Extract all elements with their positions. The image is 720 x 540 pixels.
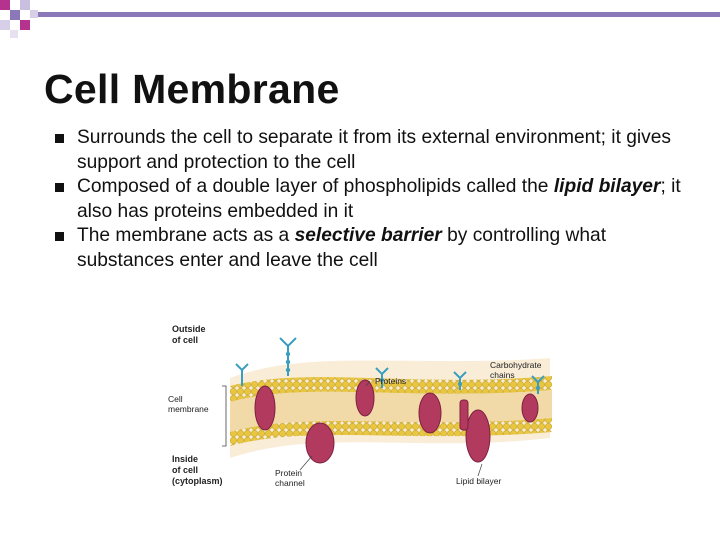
square-bullet-icon <box>55 232 64 241</box>
square-bullet-icon <box>55 183 64 192</box>
protein-group <box>254 379 539 464</box>
carbohydrate-label-1: Carbohydrate <box>490 360 542 370</box>
protein-channel-label-1: Protein <box>275 468 302 478</box>
lipid-bilayer-label: Lipid bilayer <box>456 476 502 486</box>
bullet-text-run: ; it also has proteins embedded in it <box>77 176 681 222</box>
channel-pointer <box>299 455 313 471</box>
slide-title: Cell Membrane <box>44 66 340 112</box>
bullet-item: Composed of a double layer of phospholip… <box>52 175 702 224</box>
outside-label-2: of cell <box>172 335 198 345</box>
bullet-text: Composed of a double layer of phospholip… <box>77 176 681 222</box>
bullet-text-run: Surrounds the cell to separate it from i… <box>77 127 672 173</box>
outside-label-1: Outside <box>172 324 206 334</box>
cell-membrane-diagram: Outside of cell Cell membrane Inside of … <box>168 324 552 488</box>
upper-lipid-layer <box>230 376 552 402</box>
inside-label-3: (cytoplasm) <box>172 476 223 486</box>
bullet-text: Surrounds the cell to separate it from i… <box>77 127 671 173</box>
corner-decoration <box>0 0 38 38</box>
square-bullet-icon <box>55 134 64 143</box>
bullet-text-run: The membrane acts as a <box>77 225 295 246</box>
bilayer-pointer <box>477 463 483 477</box>
emphasized-term: selective barrier <box>294 225 442 246</box>
bullet-text-run: by controlling what substances enter and… <box>77 225 607 271</box>
cell-membrane-label-1: Cell <box>168 394 183 404</box>
membrane-bracket <box>222 385 227 447</box>
inside-label-1: Inside <box>172 454 198 464</box>
proteins-label: Proteins <box>375 376 406 386</box>
carbohydrate-label-2: chains <box>490 370 515 380</box>
bullet-item: Surrounds the cell to separate it from i… <box>52 126 702 175</box>
bullet-text: The membrane acts as a selective barrier… <box>77 225 606 271</box>
bullet-item: The membrane acts as a selective barrier… <box>52 224 702 273</box>
inside-label-2: of cell <box>172 465 198 475</box>
proteins-pointer <box>365 380 371 387</box>
cell-membrane-label-2: membrane <box>168 404 209 414</box>
emphasized-term: lipid bilayer <box>553 176 661 197</box>
bullet-list: Surrounds the cell to separate it from i… <box>52 126 702 273</box>
bullet-text-run: Composed of a double layer of phospholip… <box>77 176 554 197</box>
protein-channel-label-2: channel <box>275 478 305 488</box>
header-rule <box>38 12 720 17</box>
carbohydrate-beads <box>285 351 540 390</box>
